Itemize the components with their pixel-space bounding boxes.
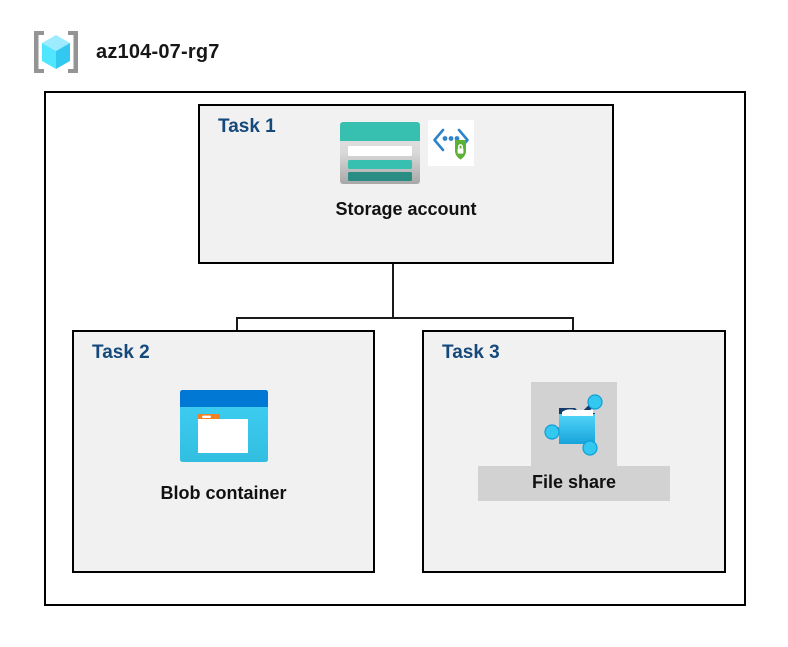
file-share-caption: File share <box>477 466 671 501</box>
node-file-share[interactable]: File share <box>424 382 724 501</box>
connector-storage-to-branch <box>392 264 394 319</box>
task-box-1[interactable]: Task 1 <box>198 104 614 264</box>
node-blob-container[interactable]: Blob container <box>74 388 373 504</box>
task-box-3[interactable]: Task 3 <box>422 330 726 573</box>
resource-group-header: az104-07-rg7 <box>30 26 220 78</box>
task-1-label: Task 1 <box>218 116 276 137</box>
resource-group-name: az104-07-rg7 <box>96 40 220 63</box>
blob-container-caption: Blob container <box>160 483 287 503</box>
file-share-icon-backdrop <box>531 382 617 466</box>
azure-resource-group-icon <box>30 26 82 78</box>
task-2-label: Task 2 <box>92 342 150 363</box>
connector-branch-bar <box>236 317 574 319</box>
node-storage-account[interactable]: Storage account <box>200 120 612 220</box>
azure-storage-account-icon <box>338 120 422 191</box>
task-3-label: Task 3 <box>442 342 500 363</box>
task-box-2[interactable]: Task 2 <box>72 330 375 573</box>
private-link-shield-icon <box>428 120 474 171</box>
storage-icon-row <box>338 120 474 191</box>
storage-account-caption: Storage account <box>335 199 477 219</box>
azure-blob-container-icon <box>178 388 270 469</box>
azure-file-share-icon <box>535 386 613 466</box>
